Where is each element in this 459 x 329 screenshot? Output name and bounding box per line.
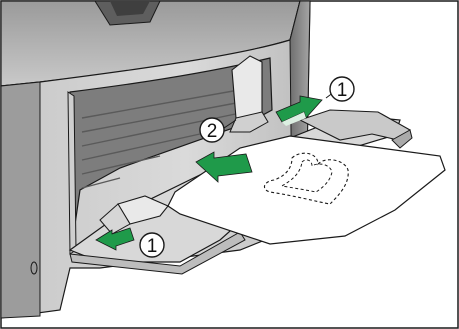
callout-number: 1	[147, 236, 158, 257]
callout-guide-top: 1	[329, 76, 355, 102]
callout-guide-bottom: 1	[139, 232, 165, 258]
arrow-right-icon	[275, 95, 323, 123]
paper-guide-lower-side	[99, 203, 131, 235]
cavity-ribs	[81, 87, 253, 189]
printer-left-column	[0, 81, 41, 319]
top-panel-shadow	[110, 1, 150, 16]
callout-tray-extension: 2	[199, 117, 225, 143]
arrow-left-lower-icon	[95, 227, 135, 251]
tray-extension-tip	[391, 129, 413, 149]
dotted-heart-inner-outline	[280, 159, 333, 193]
dotted-heart-watermark-icon	[263, 152, 349, 205]
callout-number: 1	[337, 80, 348, 101]
callout-number: 2	[207, 121, 218, 142]
arrow-left-icon	[195, 151, 253, 183]
tray-lip	[69, 231, 246, 275]
arrow-right-highlight	[282, 112, 306, 126]
indicator-light	[30, 261, 38, 275]
callout-leader-middle	[223, 119, 237, 129]
paper-guide-upper-foot	[229, 111, 269, 133]
tray-cavity	[69, 57, 273, 246]
